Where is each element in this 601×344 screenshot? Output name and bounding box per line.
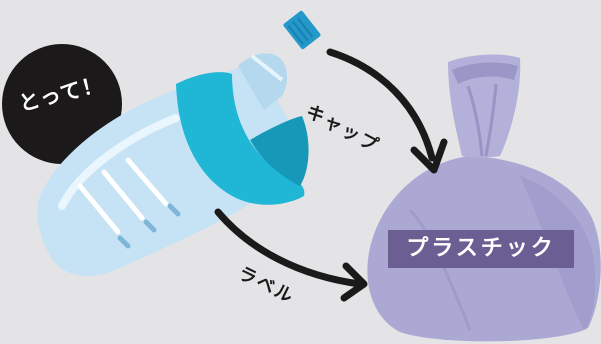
cap-arrow — [330, 52, 444, 170]
plastic-tag: プラスチック — [388, 230, 574, 268]
bottle-cap — [283, 10, 322, 50]
